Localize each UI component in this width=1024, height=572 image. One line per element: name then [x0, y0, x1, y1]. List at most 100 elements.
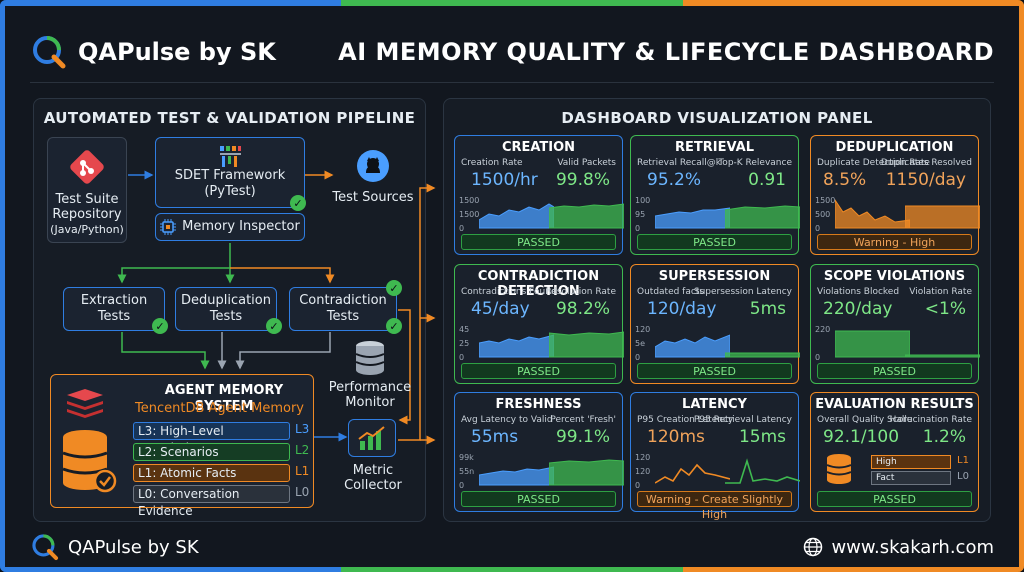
memory-layer-l3: L3: High-Level Knowledge: [133, 422, 290, 455]
globe-icon: [804, 537, 823, 557]
status-badge: PASSED: [817, 363, 972, 379]
website-link[interactable]: www.skakarh.com: [803, 537, 994, 558]
metric-card-retrieval[interactable]: RETRIEVAL Retrieval Recall@k Top-K Relev…: [630, 135, 800, 255]
tick-label: 120: [635, 325, 651, 334]
metric-card-freshness[interactable]: FRESHNESS Avg Latency to Valid Percent '…: [454, 392, 624, 512]
brand-name: QAPulse by SK: [78, 38, 276, 66]
dashboard-title: DASHBOARD VISUALIZATION PANEL: [561, 109, 873, 127]
metric-label-1: Creation Rate: [461, 158, 523, 168]
deduplication-tests[interactable]: Deduplication Tests: [175, 287, 277, 331]
sdet-framework[interactable]: SDET Framework (PyTest): [155, 137, 305, 208]
metric-collector-icon-box[interactable]: [348, 419, 396, 457]
tick-label: 100: [635, 196, 651, 205]
tick-label: 500: [815, 210, 831, 219]
memory-inspector[interactable]: Memory Inspector: [155, 213, 305, 241]
top-color-bar: [0, 0, 1024, 6]
inspector-label: Memory Inspector: [182, 219, 300, 235]
sparkline: [835, 330, 910, 358]
card-title: DEDUPLICATION: [835, 140, 954, 155]
tick-label: 0: [459, 481, 465, 490]
memory-layer-l1: L1: Atomic Facts: [133, 464, 290, 482]
metric-collector-label: Metric Collector: [336, 463, 410, 493]
footer-brand[interactable]: QAPulse by SK: [30, 532, 199, 562]
performance-monitor[interactable]: Performance Monitor: [328, 340, 412, 410]
tick-label: 120: [635, 453, 651, 462]
metric-label-2: Violation Rate: [909, 287, 972, 297]
sparkline: [655, 463, 730, 484]
tick-label: 1500: [459, 196, 480, 205]
redis-icon: [67, 389, 103, 418]
sparkline: [549, 203, 624, 229]
metric-value-2: 99.8%: [555, 170, 610, 190]
card-title: SUPERSESSION: [658, 269, 771, 284]
contradiction-tests[interactable]: Contradiction Tests: [289, 287, 397, 331]
metric-card-creation[interactable]: CREATION Creation Rate Valid Packets 150…: [454, 135, 624, 255]
sparkline: [725, 352, 800, 358]
repo-line2: Repository: [52, 207, 122, 223]
metric-card-evaluation-results[interactable]: EVALUATION RESULTS Overall Quality Score…: [810, 392, 979, 512]
metric-card-deduplication[interactable]: DEDUPLICATION Duplicate Detection Rate D…: [810, 135, 980, 255]
metric-card-scope-violations[interactable]: SCOPE VIOLATIONS Violations Blocked Viol…: [810, 264, 980, 384]
deduplication-check-icon: ✓: [266, 318, 282, 334]
footer-brand-name: QAPulse by SK: [68, 536, 199, 558]
repo-line3: (Java/Python): [50, 222, 124, 236]
tick-label: 99k: [459, 453, 474, 462]
metric-value-1: 1500/hr: [471, 170, 538, 190]
sparkline: [549, 459, 624, 486]
metric-value-2: 5ms: [749, 299, 786, 319]
test-line1: Deduplication: [181, 293, 271, 309]
metric-card-contradiction-detection[interactable]: CONTRADICTION DETECTION Contradictions F…: [454, 264, 624, 384]
metric-value-1: 120ms: [647, 427, 705, 447]
sparkline: [479, 334, 554, 358]
tick-label: 0: [635, 224, 641, 233]
pipeline-title: AUTOMATED TEST & VALIDATION PIPELINE: [43, 109, 416, 127]
eval-tag-l1: L1: [957, 455, 969, 466]
tick-label: 1500: [459, 210, 480, 219]
metric-value-1: 45/day: [471, 299, 530, 319]
metric-label-1: Avg Latency to Valid: [461, 415, 553, 425]
test-suite-repository[interactable]: Test Suite Repository (Java/Python): [47, 137, 127, 243]
chip-icon: [160, 219, 177, 235]
tick-label: 220: [815, 325, 831, 334]
sparkline: [549, 331, 624, 358]
test-sources[interactable]: Test Sources: [332, 148, 414, 214]
metric-value-1: 95.2%: [647, 170, 702, 190]
brand-logo[interactable]: QAPulse by SK: [30, 33, 276, 71]
pytest-icon: [220, 145, 241, 167]
sparkline: [725, 205, 800, 229]
header: QAPulse by SK AI MEMORY QUALITY & LIFECY…: [30, 28, 994, 76]
sparkline: [479, 466, 554, 486]
metric-label-2: Valid Packets: [557, 158, 616, 168]
status-badge: Warning - Create Slightly High: [637, 491, 792, 521]
status-badge: PASSED: [461, 363, 616, 379]
tick-label: 25: [459, 339, 470, 348]
metric-value-1: 8.5%: [823, 170, 867, 190]
test-line2: Tests: [326, 309, 360, 324]
test-line2: Tests: [97, 309, 131, 324]
perf-line2: Monitor: [345, 395, 395, 410]
metric-label-1: Duplicate Detection Rate: [817, 158, 930, 168]
metric-value-2: 1.2%: [922, 427, 966, 447]
extraction-tests[interactable]: Extraction Tests: [63, 287, 165, 331]
sparkline: [725, 458, 800, 484]
metric-card-latency[interactable]: LATENCY P95 Creation Latency P95 Retriev…: [630, 392, 800, 521]
metric-label-1: Retrieval Recall@k: [637, 158, 721, 168]
tick-label: 0: [815, 353, 821, 362]
test-line1: Extraction: [80, 293, 148, 309]
metric-card-supersession[interactable]: SUPERSESSION Outdated facts Supersession…: [630, 264, 800, 384]
metric-label-2: Duplicates Resolved: [880, 158, 972, 168]
status-badge: PASSED: [637, 363, 792, 379]
metric-value-2: 99.1%: [555, 427, 610, 447]
metric-value-1: 220/day: [823, 299, 893, 319]
perf-line1: Performance: [328, 380, 412, 395]
tick-label: 0: [459, 224, 465, 233]
card-title: SCOPE VIOLATIONS: [823, 269, 966, 284]
tick-label: 0: [635, 353, 641, 362]
metric-label-2: Percent 'Fresh': [550, 415, 616, 425]
metric-label-2: P95 Retrieval Latency: [693, 415, 792, 425]
test-line1: Contradiction: [299, 293, 387, 309]
card-title: CONTRADICTION DETECTION: [477, 269, 600, 299]
database-icon: [62, 430, 117, 493]
collector-line2: Collector: [344, 478, 402, 493]
contradiction-check2-icon: ✓: [386, 318, 402, 334]
